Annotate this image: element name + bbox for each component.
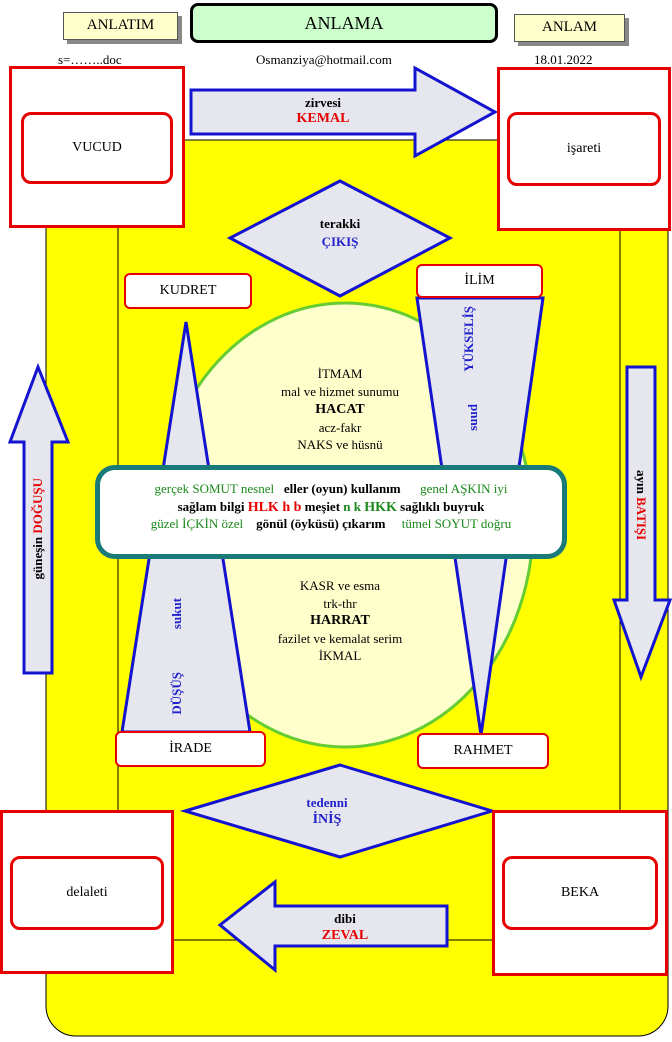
- corner-top-left-label: VUCUD: [21, 112, 173, 184]
- email: Osmanziya@hotmail.com: [256, 52, 392, 67]
- right-arrow-text: ayın BATIŞI: [633, 470, 649, 540]
- center-row3-c: tümel SOYUT doğru: [401, 516, 512, 531]
- file-name: s=……..doc: [58, 52, 122, 67]
- corner-bottom-left-label: delaleti: [10, 856, 164, 930]
- left-arrow-text: güneşin DOĞUŞU: [30, 478, 46, 580]
- header-left-label: ANLATIM: [86, 17, 155, 33]
- top-right-arrow: [189, 65, 499, 159]
- left-arrow-part2: DOĞUŞU: [30, 478, 45, 534]
- right-down-arrow: [611, 365, 672, 682]
- center-row2-e: HKK: [364, 500, 397, 515]
- corner-bottom-right-label: BEKA: [502, 856, 658, 930]
- center-row2: sağlam bilgi HLK h b meşiet n k HKK sağl…: [95, 499, 567, 516]
- circle-top-line1: İTMAM: [317, 366, 363, 381]
- bottom-diamond: [179, 763, 498, 859]
- header-center-title-box: ANLAMA: [190, 3, 498, 43]
- header-center-title: ANLAMA: [304, 13, 384, 33]
- center-row3-a: güzel İÇKİN özel: [150, 516, 244, 531]
- circle-top-line4: acz-fakr: [318, 420, 362, 435]
- right-arrow-part1: BATIŞI: [634, 497, 649, 541]
- center-row3: güzel İÇKİN özel gönül (öyküsü) çıkarım …: [95, 516, 567, 532]
- top-diamond-line1: terakki: [319, 216, 361, 231]
- center-box: [95, 465, 567, 559]
- header-left-tab: ANLATIM: [63, 12, 178, 40]
- circle-bottom-line1: KASR ve esma: [299, 578, 381, 593]
- center-row2-c: meşiet: [304, 499, 341, 514]
- center-row1-c: genel AŞKIN iyi: [420, 481, 508, 496]
- left-triangle-word1: sukut: [169, 598, 184, 630]
- circle-top-line2: mal ve hizmet sunumu: [280, 384, 400, 399]
- date: 18.01.2022: [534, 52, 593, 67]
- left-triangle-word2: DÜŞÜŞ: [169, 672, 184, 715]
- center-row3-b: gönül (öyküsü) çıkarım: [256, 516, 386, 531]
- center-row2-b: HLK h b: [247, 500, 302, 515]
- right-arrow-part2: ayın: [634, 470, 649, 494]
- label-kudret: KUDRET: [124, 273, 252, 309]
- center-row2-f: sağlıklı buyruk: [400, 499, 485, 514]
- top-diamond: [226, 179, 454, 298]
- center-row1: gerçek SOMUT nesnel eller (oyun) kullanı…: [95, 481, 567, 497]
- header-right-tab: ANLAM: [514, 14, 625, 42]
- bottom-left-arrow: [217, 878, 449, 974]
- bottom-diamond-line1: tedenni: [306, 795, 348, 810]
- label-ilim: İLİM: [416, 264, 543, 298]
- circle-bottom-line3: HARRAT: [310, 613, 370, 628]
- bottom-diamond-line2: İNİŞ: [312, 812, 342, 827]
- circle-bottom-line2: trk-thr: [323, 596, 357, 611]
- center-row2-a: sağlam bilgi: [177, 499, 245, 514]
- bottom-arrow-line2: ZEVAL: [321, 928, 369, 943]
- bottom-arrow-line1: dibi: [334, 911, 356, 926]
- corner-top-right-label: işareti: [507, 112, 661, 186]
- center-row1-a: gerçek SOMUT nesnel: [154, 481, 275, 496]
- circle-top-line5: NAKS ve hüsnü: [297, 437, 383, 452]
- label-rahmet: RAHMET: [417, 733, 549, 769]
- top-arrow-line2: KEMAL: [296, 111, 350, 126]
- right-triangle-word1: suud: [465, 404, 480, 431]
- left-arrow-part1: güneşin: [30, 536, 45, 580]
- center-row1-b: eller (oyun) kullanım: [283, 481, 401, 496]
- circle-top-line3: HACAT: [315, 402, 365, 417]
- header-right-label: ANLAM: [542, 19, 597, 35]
- left-up-arrow: [7, 362, 71, 675]
- right-triangle-word2: YÜKSELİŞ: [461, 306, 476, 372]
- circle-bottom-line5: İKMAL: [318, 648, 362, 663]
- circle-bottom-line4: fazilet ve kemalat serim: [277, 631, 403, 646]
- label-irade: İRADE: [115, 731, 266, 767]
- center-row2-d: n k: [343, 499, 361, 514]
- top-arrow-line1: zirvesi: [304, 95, 342, 110]
- top-diamond-line2: ÇIKIŞ: [321, 234, 359, 249]
